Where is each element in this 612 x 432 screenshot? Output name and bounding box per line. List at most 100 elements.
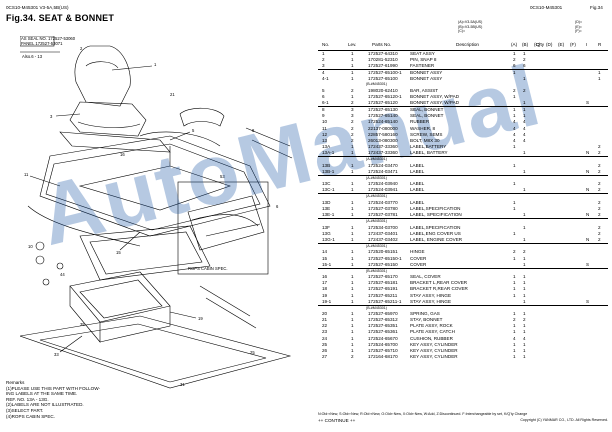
model-header-right: 0CS10-M45301 Fig.34: [530, 5, 603, 10]
qty-a: 4: [513, 335, 516, 341]
remark-code: 2: [598, 205, 601, 211]
description: STAY ASSY, HINGE: [410, 298, 452, 304]
description: KEY ASSY, CYLINDER: [410, 347, 458, 353]
ref-no: 20: [322, 311, 328, 317]
interchange-code: N: [586, 168, 590, 174]
qty-a: 1: [513, 311, 516, 317]
qty-b: 2: [523, 57, 526, 63]
qty-b: 1: [523, 236, 526, 242]
col-e: (E): [558, 42, 565, 47]
description: LABEL: [410, 162, 425, 168]
level: 1: [351, 236, 354, 242]
qty-a: 4: [513, 137, 516, 143]
ref-no: 23: [322, 329, 328, 335]
qty-a: 1: [513, 143, 516, 149]
rops-inset-box: [177, 181, 269, 275]
remark-code: 1: [598, 70, 601, 76]
description: HINGE: [410, 249, 425, 255]
level: 1: [351, 94, 354, 100]
part-number: 172437-33360: [368, 149, 398, 155]
variant-b: (B)=V3-5B(US): [458, 24, 483, 29]
ref-no: 25: [322, 341, 328, 347]
remark-code: 2: [598, 168, 601, 174]
qty-a: 1: [513, 94, 516, 100]
level: 1: [351, 181, 354, 187]
interchange-code: N: [586, 149, 590, 155]
level: 2: [351, 119, 354, 125]
qty-b: 6: [523, 63, 526, 69]
description: BONNET ASSY, W/PAD: [410, 100, 460, 106]
ref-no: 13A: [322, 143, 331, 149]
remark-code: 2: [598, 149, 601, 155]
part-number: 172527-65100-1: [368, 70, 402, 76]
ref-no: 21: [322, 317, 328, 323]
qty-a: 1: [513, 107, 516, 113]
ref-no: 6: [322, 94, 325, 100]
ref-no: 13: [322, 137, 328, 143]
seat-cushion: [69, 101, 147, 137]
qty-b: 4: [523, 335, 526, 341]
serial-note: (A-#M45301): [366, 194, 387, 199]
table-header: Q'ty No. Lev. Parts No. Description (A) …: [318, 40, 608, 51]
level: 1: [351, 143, 354, 149]
ref-no: 9: [322, 113, 325, 119]
ref-no: 19-1: [322, 298, 332, 304]
interchange-code: N: [586, 236, 590, 242]
serial-note: (B-#M45301): [366, 82, 387, 87]
qty-b: 1: [523, 353, 526, 359]
qty-b: 2: [523, 317, 526, 323]
description: CUSHION, RUBBER: [410, 335, 453, 341]
description: SEAT ASSY: [410, 51, 435, 56]
qty-a: 2: [513, 249, 516, 255]
serial-note: (A-#M45301): [366, 175, 387, 180]
description: LABEL, SPECIFICATION: [410, 212, 462, 218]
ref-no: 18: [322, 286, 328, 292]
seat-backrest: [74, 45, 131, 107]
level: 1: [351, 51, 354, 56]
qty-a: 1: [513, 181, 516, 187]
qty-a: 1: [513, 51, 516, 56]
interchange-code: N: [586, 187, 590, 193]
description: LABEL,SPECIFICATION: [410, 205, 461, 211]
part-number: 172527-65120-1: [368, 94, 402, 100]
variant-e: (E)=: [575, 24, 582, 29]
qty-b: 2: [523, 87, 526, 93]
serial-note: (A-#M45301): [366, 243, 387, 248]
part-number: 172527-65191: [368, 286, 398, 292]
level: 1: [351, 149, 354, 155]
level: 1: [351, 205, 354, 211]
part-number: 172527-03781: [368, 212, 398, 218]
qty-b: 1: [523, 51, 526, 56]
ref-no: 13B: [322, 162, 331, 168]
ref-no: 13G: [322, 230, 331, 236]
callout: 11: [24, 172, 29, 177]
qty-a: 1: [513, 280, 516, 286]
level: 1: [351, 292, 354, 298]
qty-a: 1: [513, 292, 516, 298]
part-number: 172527-65312: [368, 317, 398, 323]
description: KEY ASSY, CYLINDER: [410, 353, 458, 359]
rops-label: ROPS CABIN SPEC.: [188, 266, 228, 271]
qty-b: 1: [523, 113, 526, 119]
caption-line2: PANEL 172527-53071: [21, 41, 63, 46]
level: 1: [351, 63, 354, 69]
callout: 3: [50, 114, 53, 119]
qty-b: 4: [523, 119, 526, 125]
qty-a: 2: [513, 57, 516, 63]
variant-f: (F)=: [575, 29, 582, 34]
caption-line1: AS SEAL NO. 172527-53060: [21, 36, 76, 41]
